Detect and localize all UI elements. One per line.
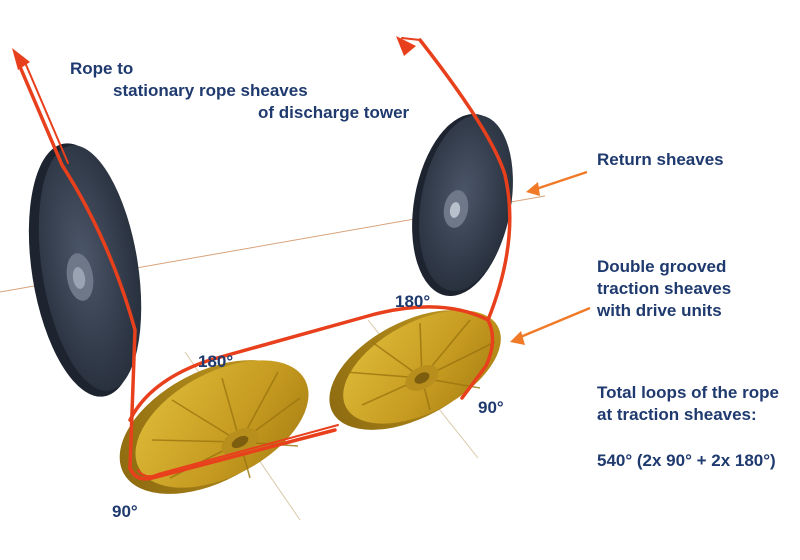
rope-arrow-right <box>396 36 416 56</box>
rope-to-label: Rope to <box>70 59 134 78</box>
stationary-rope-sheaves-label: stationary rope sheaves <box>113 81 308 100</box>
left-traction-sheave <box>119 360 309 494</box>
rope <box>16 37 512 481</box>
total-angle-label: 540° (2x 90° + 2x 180°) <box>597 451 776 470</box>
traction-sheaves-label: traction sheaves <box>597 279 732 298</box>
angle-left-top: 180° <box>198 352 234 371</box>
right-traction-sheave <box>329 310 501 430</box>
right-return-sheave <box>412 114 513 296</box>
double-grooved-label: Double grooved <box>597 257 727 276</box>
at-traction-sheaves-label: at traction sheaves: <box>597 405 757 424</box>
left-return-sheave <box>28 143 142 397</box>
angle-left-bottom: 90° <box>112 502 138 521</box>
discharge-tower-label: of discharge tower <box>258 103 410 122</box>
drive-units-label: with drive units <box>597 301 722 320</box>
rope-arrow-left <box>12 48 30 70</box>
pointer-arrows <box>510 170 591 345</box>
return-sheaves-label: Return sheaves <box>597 150 724 169</box>
angle-right-bottom: 90° <box>478 398 504 417</box>
angle-right-top: 180° <box>395 292 431 311</box>
total-loops-label: Total loops of the rope <box>597 383 779 402</box>
